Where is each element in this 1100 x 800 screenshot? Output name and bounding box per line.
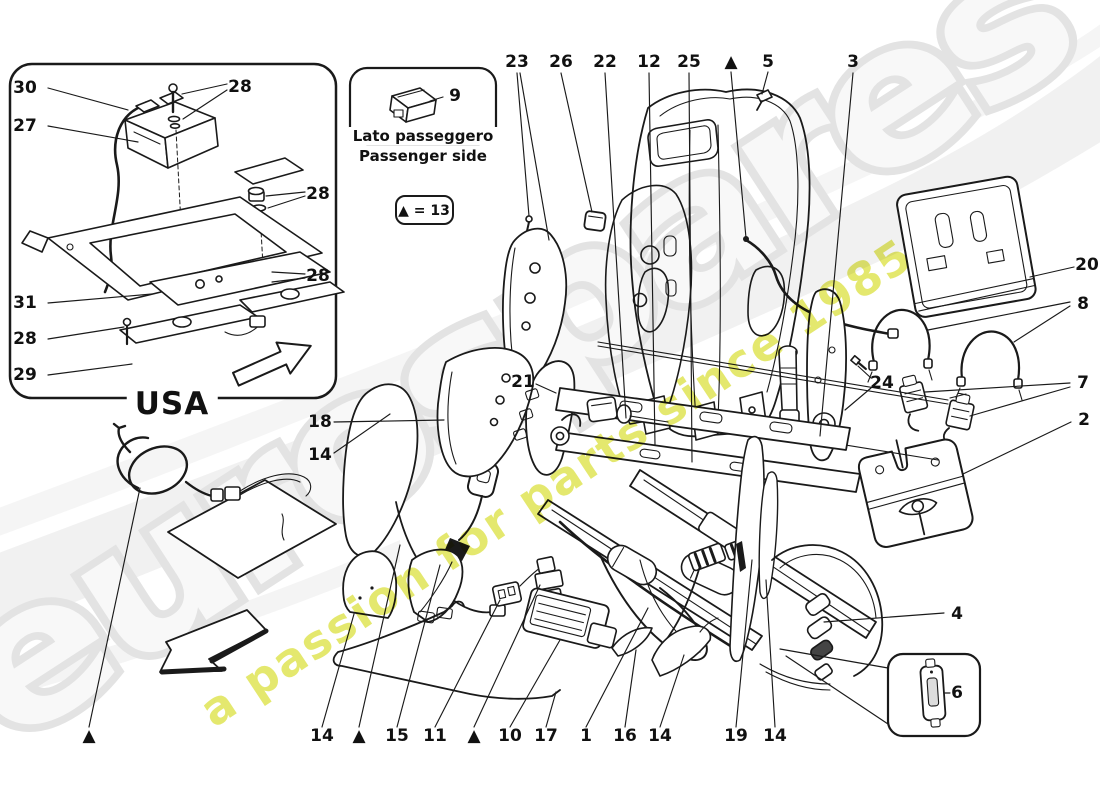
leader-lines xyxy=(88,71,1075,728)
backrest-shell xyxy=(604,88,811,441)
callout-1: 1 xyxy=(580,726,592,746)
inset-direction-arrow xyxy=(232,341,312,387)
callout-23: 23 xyxy=(505,52,529,72)
callout-8: 8 xyxy=(1077,294,1089,314)
callout-22: 22 xyxy=(593,52,617,72)
callout-triangle-b2: ▲ xyxy=(467,726,481,746)
usa-inset-box xyxy=(8,62,345,400)
callout-31: 31 xyxy=(13,293,37,313)
backrest-cables xyxy=(867,308,1023,401)
passenger-side-box xyxy=(348,66,498,146)
callout-15: 15 xyxy=(385,726,409,746)
callout-11: 11 xyxy=(423,726,447,746)
callout-20: 20 xyxy=(1075,255,1099,275)
direction-arrow xyxy=(159,609,269,675)
callout-19: 19 xyxy=(724,726,748,746)
usa-label: USA xyxy=(126,386,218,422)
callout-28-d: 28 xyxy=(13,329,37,349)
callout-14-d: 14 xyxy=(763,726,787,746)
callout-14-b: 14 xyxy=(310,726,334,746)
callout-14-a: 14 xyxy=(308,445,332,465)
triangle-legend-box xyxy=(395,195,454,225)
callout-21: 21 xyxy=(511,372,535,392)
callout-triangle-left: ▲ xyxy=(82,726,96,746)
callout-16: 16 xyxy=(613,726,637,746)
backrest-side-trim xyxy=(502,89,899,391)
callout-17: 17 xyxy=(534,726,558,746)
callout-5: 5 xyxy=(762,52,774,72)
callout-9: 9 xyxy=(449,86,461,106)
recliner-frame-and-motor xyxy=(778,288,867,462)
callout-4: 4 xyxy=(951,604,963,624)
latch-mechanisms xyxy=(899,374,975,446)
switch-detail-box xyxy=(779,648,982,738)
heater-mat xyxy=(112,422,337,579)
callout-25: 25 xyxy=(677,52,701,72)
callout-18: 18 xyxy=(308,412,332,432)
callout-3: 3 xyxy=(847,52,859,72)
callout-29: 29 xyxy=(13,365,37,385)
triangle-legend-text: ▲ = 13 xyxy=(398,203,450,219)
bottom-components xyxy=(332,535,758,700)
backrest-rear-panel xyxy=(896,175,1037,318)
callout-triangle-top: ▲ xyxy=(724,52,738,72)
callout-2: 2 xyxy=(1078,410,1090,430)
passenger-side-label-it: Lato passeggero xyxy=(348,127,498,145)
lower-back-panel xyxy=(857,438,974,548)
callout-10: 10 xyxy=(498,726,522,746)
callout-7: 7 xyxy=(1077,373,1089,393)
passenger-side-label-en: Passenger side xyxy=(359,147,487,165)
callout-27: 27 xyxy=(13,116,37,136)
callout-6: 6 xyxy=(951,683,963,703)
callout-28-b: 28 xyxy=(306,184,330,204)
callout-24: 24 xyxy=(870,373,894,393)
callout-14-c: 14 xyxy=(648,726,672,746)
callout-28-c: 28 xyxy=(306,266,330,286)
callout-triangle-b1: ▲ xyxy=(352,726,366,746)
callout-28-a: 28 xyxy=(228,77,252,97)
callout-30: 30 xyxy=(13,78,37,98)
callout-12: 12 xyxy=(637,52,661,72)
callout-26: 26 xyxy=(549,52,573,72)
